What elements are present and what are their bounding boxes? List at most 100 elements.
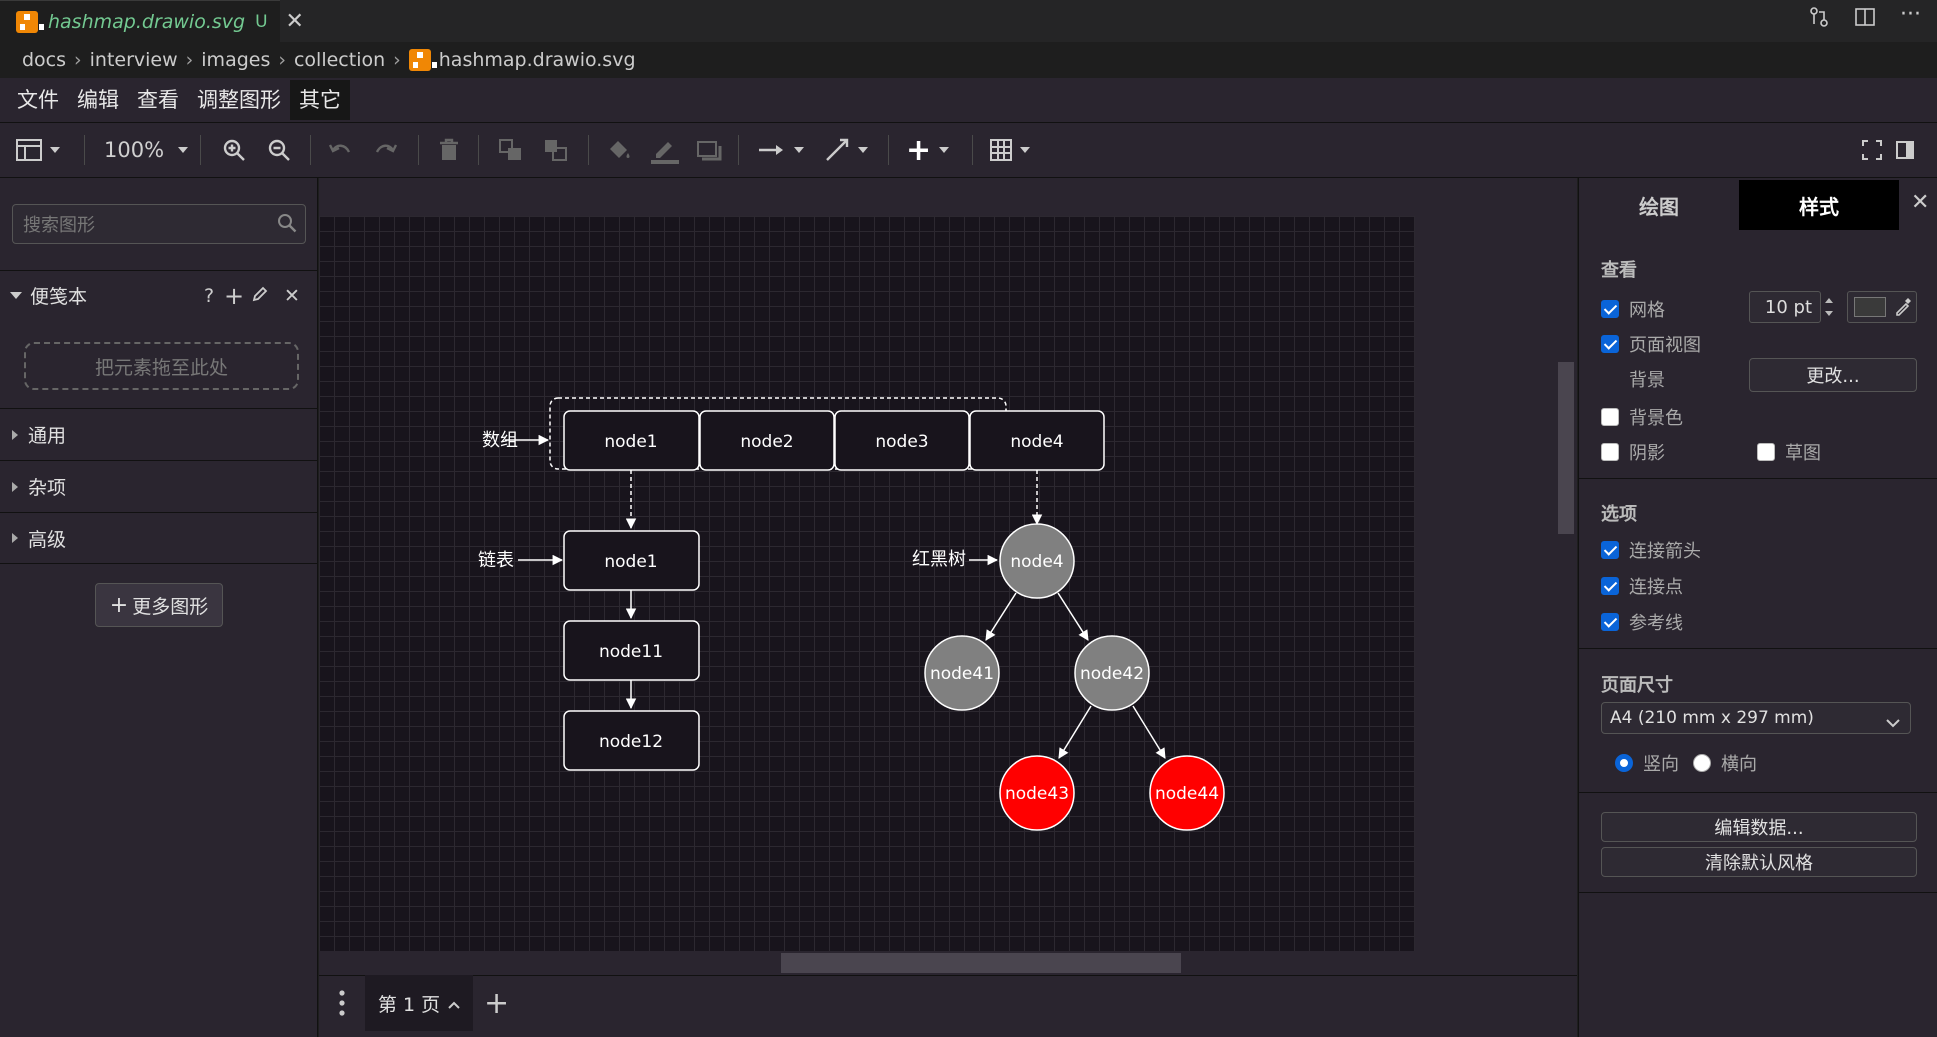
grid-size-input[interactable]: 10 pt [1749,291,1821,323]
guides-checkbox[interactable] [1601,613,1619,631]
page-view-option[interactable]: 页面视图 [1601,331,1701,357]
shadow-checkbox[interactable] [1601,443,1619,461]
edit-data-button[interactable]: 编辑数据... [1601,812,1917,842]
editor-tab[interactable]: hashmap.drawio.svg U ✕ [0,0,304,42]
page-view-checkbox[interactable] [1601,335,1619,353]
close-tab-icon[interactable]: ✕ [285,9,304,34]
menu-file[interactable]: 文件 [17,88,59,112]
shadow-option[interactable]: 阴影 [1601,439,1665,465]
tree-node-right-left[interactable]: node43 [999,755,1075,831]
connection-points-option[interactable]: 连接点 [1601,573,1683,599]
zoom-in-button[interactable] [222,133,246,167]
array-node-1[interactable]: node1 [563,410,700,471]
insert-dropdown[interactable]: + [906,133,950,168]
grid-size-stepper[interactable] [1823,292,1835,327]
background-color-option[interactable]: 背景色 [1601,404,1683,430]
format-panel-toggle[interactable] [1896,133,1914,167]
portrait-option[interactable]: 竖向 [1615,750,1679,776]
menu-view[interactable]: 查看 [137,88,179,112]
menu-arrange[interactable]: 调整图形 [197,88,281,112]
grid-color-picker[interactable] [1847,291,1917,323]
background-color-checkbox[interactable] [1601,408,1619,426]
menu-edit[interactable]: 编辑 [77,88,119,112]
breadcrumb-item-file[interactable]: hashmap.drawio.svg [438,49,636,71]
tree-edge-root-left[interactable] [985,592,1017,641]
clear-default-style-button[interactable]: 清除默认风格 [1601,847,1917,877]
horizontal-scroll-thumb[interactable] [781,953,1181,973]
tree-node-root[interactable]: node4 [999,523,1075,599]
to-back-button[interactable] [543,133,569,167]
diagram-page[interactable] [319,216,1415,952]
undo-button[interactable] [328,133,354,167]
view-panels-button[interactable] [16,133,60,167]
more-shapes-button[interactable]: + 更多图形 [95,583,223,627]
portrait-radio[interactable] [1615,754,1633,772]
breadcrumb-item-interview[interactable]: interview [89,49,178,71]
connection-arrows-checkbox[interactable] [1601,541,1619,559]
scratchpad-drop-zone[interactable]: 把元素拖至此处 [24,342,299,390]
more-actions-icon[interactable]: ··· [1900,2,1921,27]
array-node-2[interactable]: node2 [699,410,835,471]
close-icon[interactable]: ✕ [284,284,300,307]
tree-node-right-right[interactable]: node44 [1149,755,1225,831]
shadow-button[interactable] [696,133,722,167]
vertical-scrollbar[interactable] [1556,178,1577,975]
breadcrumb-item-images[interactable]: images [201,49,271,71]
tree-edge-root-right[interactable] [1057,592,1089,641]
zoom-dropdown[interactable]: 100% [104,133,189,167]
guides-option[interactable]: 参考线 [1601,609,1683,635]
close-panel-icon[interactable]: ✕ [1911,190,1930,215]
pages-menu-icon[interactable] [339,990,345,1021]
scratchpad-header[interactable]: 便笺本 ? + ✕ [0,270,318,320]
grid-checkbox[interactable] [1601,300,1619,318]
fill-color-button[interactable] [606,133,634,167]
vertical-scroll-thumb[interactable] [1558,362,1574,534]
help-icon[interactable]: ? [204,284,215,307]
line-color-button[interactable] [650,133,680,167]
landscape-radio[interactable] [1693,754,1711,772]
split-editor-icon[interactable] [1854,6,1876,33]
connection-style-dropdown[interactable] [758,133,804,167]
shape-search-input[interactable]: 搜索图形 [12,204,306,244]
breadcrumb-item-docs[interactable]: docs [22,49,67,71]
list-node-1[interactable]: node1 [563,530,700,591]
redo-button[interactable] [372,133,398,167]
tree-node-right[interactable]: node42 [1074,635,1150,711]
waypoints-dropdown[interactable] [824,133,868,167]
add-icon[interactable]: + [224,281,245,310]
search-icon[interactable] [277,213,297,238]
section-general[interactable]: 通用 [0,408,318,460]
sketch-option[interactable]: 草图 [1757,439,1821,465]
tree-edge-right-left[interactable] [1058,705,1092,759]
to-front-button[interactable] [498,133,524,167]
edit-pencil-icon[interactable] [252,285,268,307]
fullscreen-button[interactable] [1862,133,1882,167]
sketch-checkbox[interactable] [1757,443,1775,461]
array-node-3[interactable]: node3 [834,410,970,471]
chevron-up-icon[interactable] [448,992,460,1014]
zoom-out-button[interactable] [267,133,291,167]
table-dropdown[interactable] [990,133,1030,167]
landscape-option[interactable]: 横向 [1693,750,1757,776]
delete-button[interactable] [438,133,460,167]
list-node-2[interactable]: node11 [563,620,700,681]
grid-option[interactable]: 网格 [1601,296,1665,322]
connection-points-checkbox[interactable] [1601,577,1619,595]
connection-arrows-option[interactable]: 连接箭头 [1601,537,1701,563]
tree-node-left[interactable]: node41 [924,635,1000,711]
page-size-select[interactable]: A4 (210 mm x 297 mm) [1601,702,1911,734]
list-node-3[interactable]: node12 [563,710,700,771]
open-changes-icon[interactable] [1808,6,1830,33]
tab-style[interactable]: 样式 [1739,180,1899,230]
menu-extras[interactable]: 其它 [290,80,350,120]
eyedropper-icon[interactable] [1894,296,1912,321]
change-background-button[interactable]: 更改... [1749,358,1917,392]
page-tab-1[interactable]: 第 1 页 [365,975,473,1031]
tree-edge-right-right[interactable] [1132,705,1166,759]
section-advanced[interactable]: 高级 [0,512,318,564]
array-node-4[interactable]: node4 [969,410,1105,471]
add-page-icon[interactable]: + [484,986,510,1021]
section-misc[interactable]: 杂项 [0,460,318,512]
diagram-canvas[interactable]: node1 node2 node3 node4 数组 链表 红黑树 node1 … [319,178,1577,975]
tab-diagram[interactable]: 绘图 [1579,180,1739,230]
